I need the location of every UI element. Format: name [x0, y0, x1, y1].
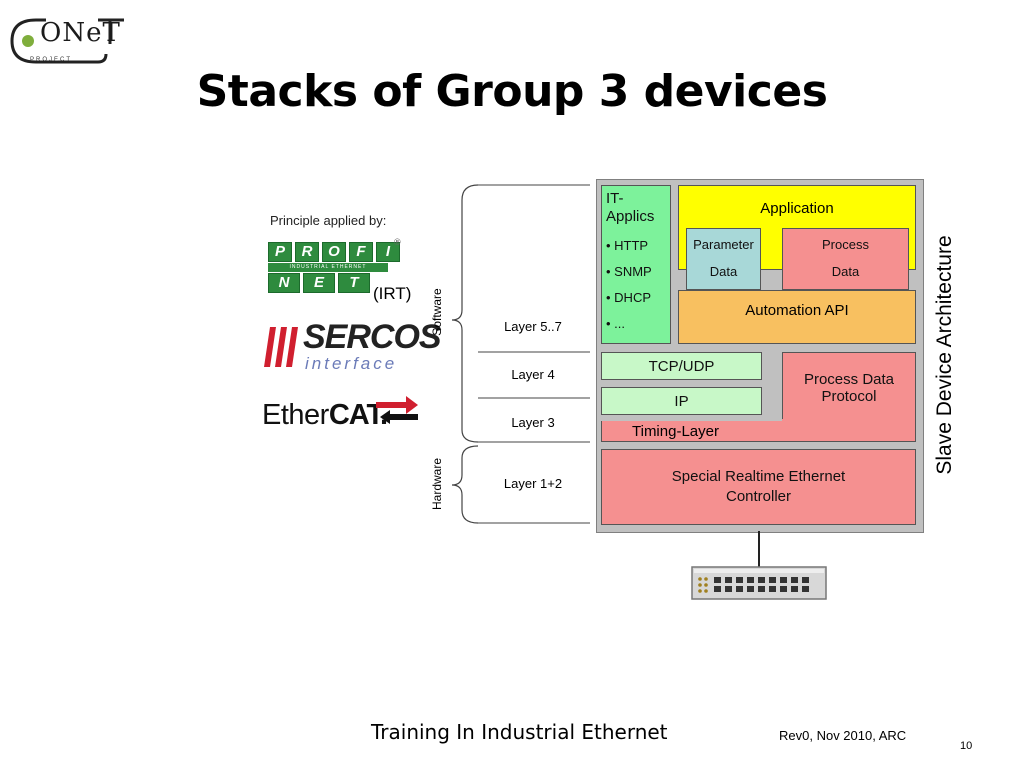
- process-line: Process: [822, 237, 869, 252]
- application-label: Application: [760, 200, 834, 217]
- sercos-subtitle: interface: [305, 354, 398, 373]
- timing-layer-label: Timing-Layer: [632, 423, 719, 440]
- ip-box: IP: [601, 387, 762, 415]
- realtime-controller-box: Special Realtime Ethernet Controller: [601, 449, 916, 525]
- list-item: • SNMP: [606, 264, 652, 279]
- profinet-registered: ®: [394, 237, 401, 247]
- profinet-top-row: P R O F I: [268, 242, 400, 262]
- profinet-letter: T: [338, 273, 370, 293]
- profinet-band: INDUSTRIAL ETHERNET: [268, 263, 388, 272]
- layer-4-label: Layer 4: [511, 367, 555, 382]
- footer-title: Training In Industrial Ethernet: [371, 720, 668, 744]
- profinet-letter: I: [376, 242, 400, 262]
- layer-brackets: [451, 184, 590, 524]
- logo-subtext: PROJECT: [30, 57, 73, 63]
- process-data-protocol-label: Process Data Protocol: [803, 371, 895, 405]
- logo-text: ONeT: [40, 18, 121, 48]
- layer-5-7-label: Layer 5..7: [504, 319, 562, 334]
- hardware-label: Hardware: [430, 457, 444, 511]
- merge-cover: [782, 419, 914, 423]
- automation-api-label: Automation API: [745, 302, 849, 319]
- layer-3-label: Layer 3: [511, 415, 555, 430]
- slide-title: Stacks of Group 3 devices: [196, 66, 828, 117]
- parameter-data-box: Parameter Data: [686, 228, 761, 290]
- network-switch-icon: [691, 531, 827, 600]
- onet-logo-icon: [10, 18, 124, 64]
- process-line: Data: [831, 264, 860, 279]
- list-item: • DHCP: [606, 290, 651, 305]
- list-item: • HTTP: [606, 238, 649, 253]
- tcp-udp-box: TCP/UDP: [601, 352, 762, 380]
- profinet-letter: N: [268, 273, 300, 293]
- irt-label: (IRT): [373, 284, 412, 303]
- profinet-letter: R: [295, 242, 319, 262]
- process-data-box: Process Data: [782, 228, 909, 290]
- it-applications-title: IT- Applics: [606, 190, 655, 225]
- parameter-line: Parameter: [693, 237, 754, 252]
- profinet-letter: P: [268, 242, 292, 262]
- ethercat-arrows-icon: [376, 396, 418, 424]
- sercos-bars-icon: [264, 327, 298, 367]
- page-number: 10: [960, 740, 973, 752]
- automation-api-box: [678, 290, 916, 344]
- footer-revision: Rev0, Nov 2010, ARC: [779, 728, 907, 743]
- ethercat-logo: EtherCAT.: [262, 399, 388, 432]
- profinet-bottom-row: N E T: [268, 273, 370, 293]
- profinet-letter: O: [322, 242, 346, 262]
- parameter-line: Data: [709, 264, 738, 279]
- sercos-name: SERCOS: [303, 318, 442, 356]
- realtime-controller-label: Special Realtime Ethernet Controller: [671, 468, 846, 505]
- list-item: • ...: [606, 316, 625, 331]
- timing-layer-box: [601, 421, 916, 442]
- software-label: Software: [430, 288, 444, 336]
- ethercat-part1: Ether: [262, 399, 329, 431]
- it-applications-list: • HTTP • SNMP • DHCP • ...: [606, 233, 666, 337]
- layer-1-2-label: Layer 1+2: [503, 476, 563, 491]
- profinet-letter: E: [303, 273, 335, 293]
- profinet-letter: F: [349, 242, 373, 262]
- principle-label: Principle applied by:: [270, 213, 387, 228]
- it-applications-box: IT- Applics • HTTP • SNMP • DHCP • ...: [601, 185, 671, 344]
- architecture-label: Slave Device Architecture: [933, 235, 956, 475]
